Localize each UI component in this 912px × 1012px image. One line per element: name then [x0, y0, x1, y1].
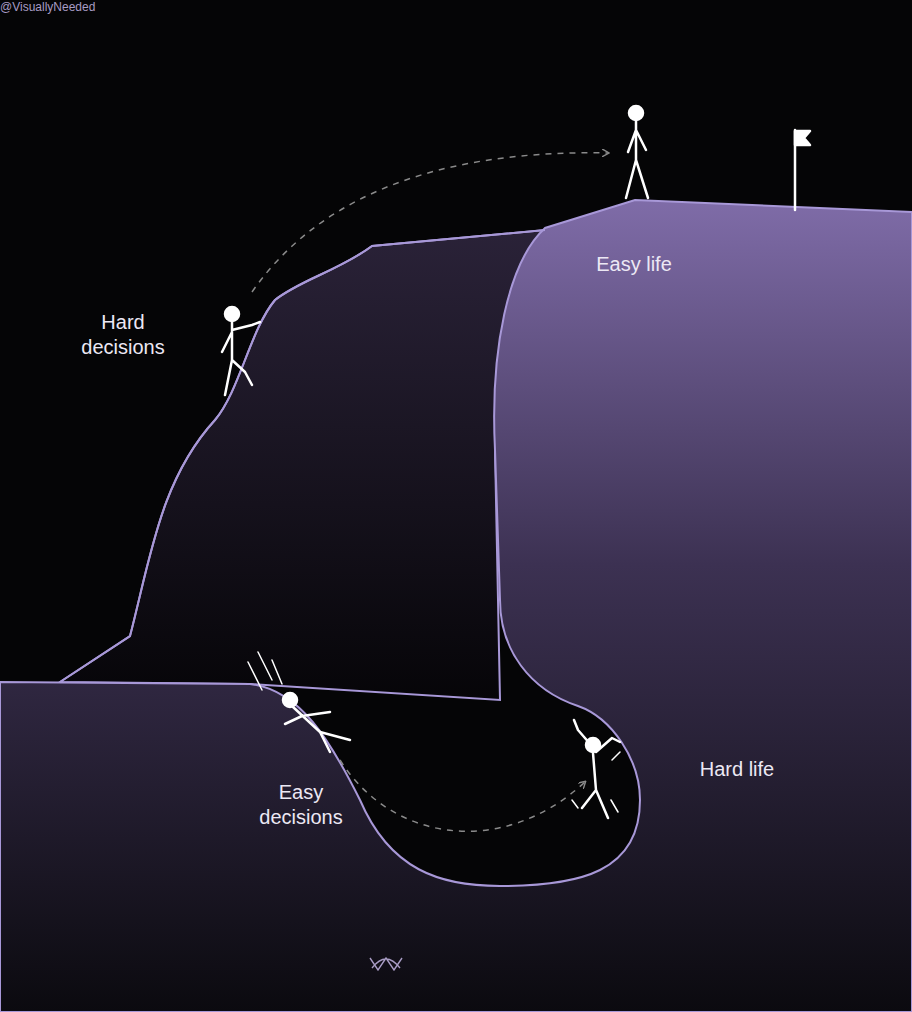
annotation-label: Easy life	[574, 252, 694, 277]
watermark: @VisuallyNeeded	[0, 0, 150, 14]
watermark-logo	[370, 958, 402, 970]
ground-and-cliff	[0, 200, 912, 1012]
climbing-figure	[222, 307, 260, 395]
walking-figure	[626, 106, 648, 198]
falling-figure	[248, 652, 350, 752]
goal-flag	[795, 130, 810, 210]
fall-path	[340, 760, 585, 831]
hill-outline	[60, 230, 545, 682]
jump-path	[252, 153, 608, 292]
annotation-label: Hard decisions	[58, 310, 188, 360]
left-hill	[60, 230, 545, 700]
annotation-label: Hard life	[682, 757, 792, 782]
annotation-label: Easy decisions	[240, 780, 362, 830]
stuck-figure	[572, 720, 620, 818]
